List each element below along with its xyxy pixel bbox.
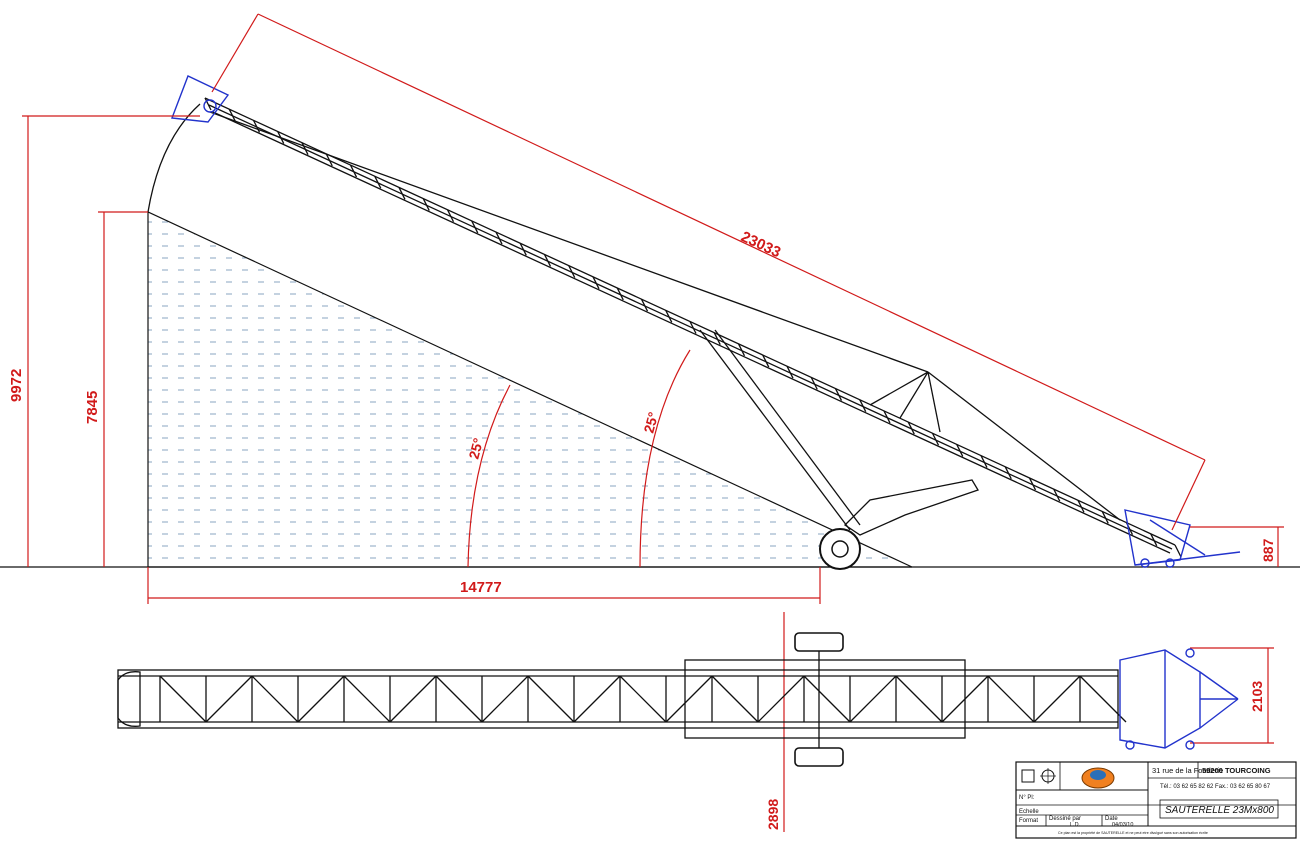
dim-boom-length: 23033 — [738, 228, 783, 261]
dim-angle-pile: 25° — [465, 436, 486, 461]
dim-horizontal-reach: 14777 — [460, 579, 502, 596]
tb-city: 59200 TOURCOING — [1202, 766, 1271, 775]
feed-hopper-top — [1119, 648, 1239, 750]
dim-discharge-height: 887 — [1260, 538, 1276, 562]
company-logo-icon — [1081, 767, 1115, 789]
dim-hopper-width: 2103 — [1249, 681, 1265, 712]
dim-angle-boom: 25° — [640, 410, 661, 435]
discharge-hood-side — [171, 75, 230, 123]
tb-dessine-label: Dessiné par — [1049, 816, 1081, 822]
wheel-side — [819, 528, 861, 570]
conveyor-boom-side — [204, 97, 1182, 570]
tb-phone: Tél.: 03 62 65 82 62 Fax.: 03 62 65 80 6… — [1160, 784, 1271, 790]
feed-hopper-side — [1124, 509, 1241, 568]
tb-echelle-label: Echelle — [1019, 809, 1039, 815]
dim-max-height: 9972 — [8, 369, 25, 402]
projection-symbol-icon — [1021, 768, 1056, 784]
material-pile — [147, 103, 913, 568]
tb-footer: Ce plan est la propriété de SAUTERELLE e… — [1058, 831, 1208, 835]
tb-dessine-value: L.D. — [1070, 822, 1081, 828]
tb-date-label: Date — [1105, 816, 1118, 822]
tb-date-value: 04/03/10 — [1112, 822, 1133, 828]
dimension-lines — [22, 13, 1284, 832]
tb-address: 31 rue de la Fonderie — [1152, 766, 1223, 775]
title-block: 31 rue de la Fonderie 59200 TOURCOING Té… — [1015, 761, 1297, 839]
tb-drawing-title: SAUTERELLE 23Mx800 — [1165, 805, 1274, 816]
axle-top — [794, 632, 844, 767]
dim-axle-width: 2898 — [765, 799, 781, 830]
tb-format-label: Format — [1019, 818, 1038, 824]
tb-no-pl-label: N° Pl: — [1019, 795, 1035, 801]
conveyor-boom-top — [117, 659, 1127, 739]
dim-pile-height: 7845 — [84, 391, 101, 424]
